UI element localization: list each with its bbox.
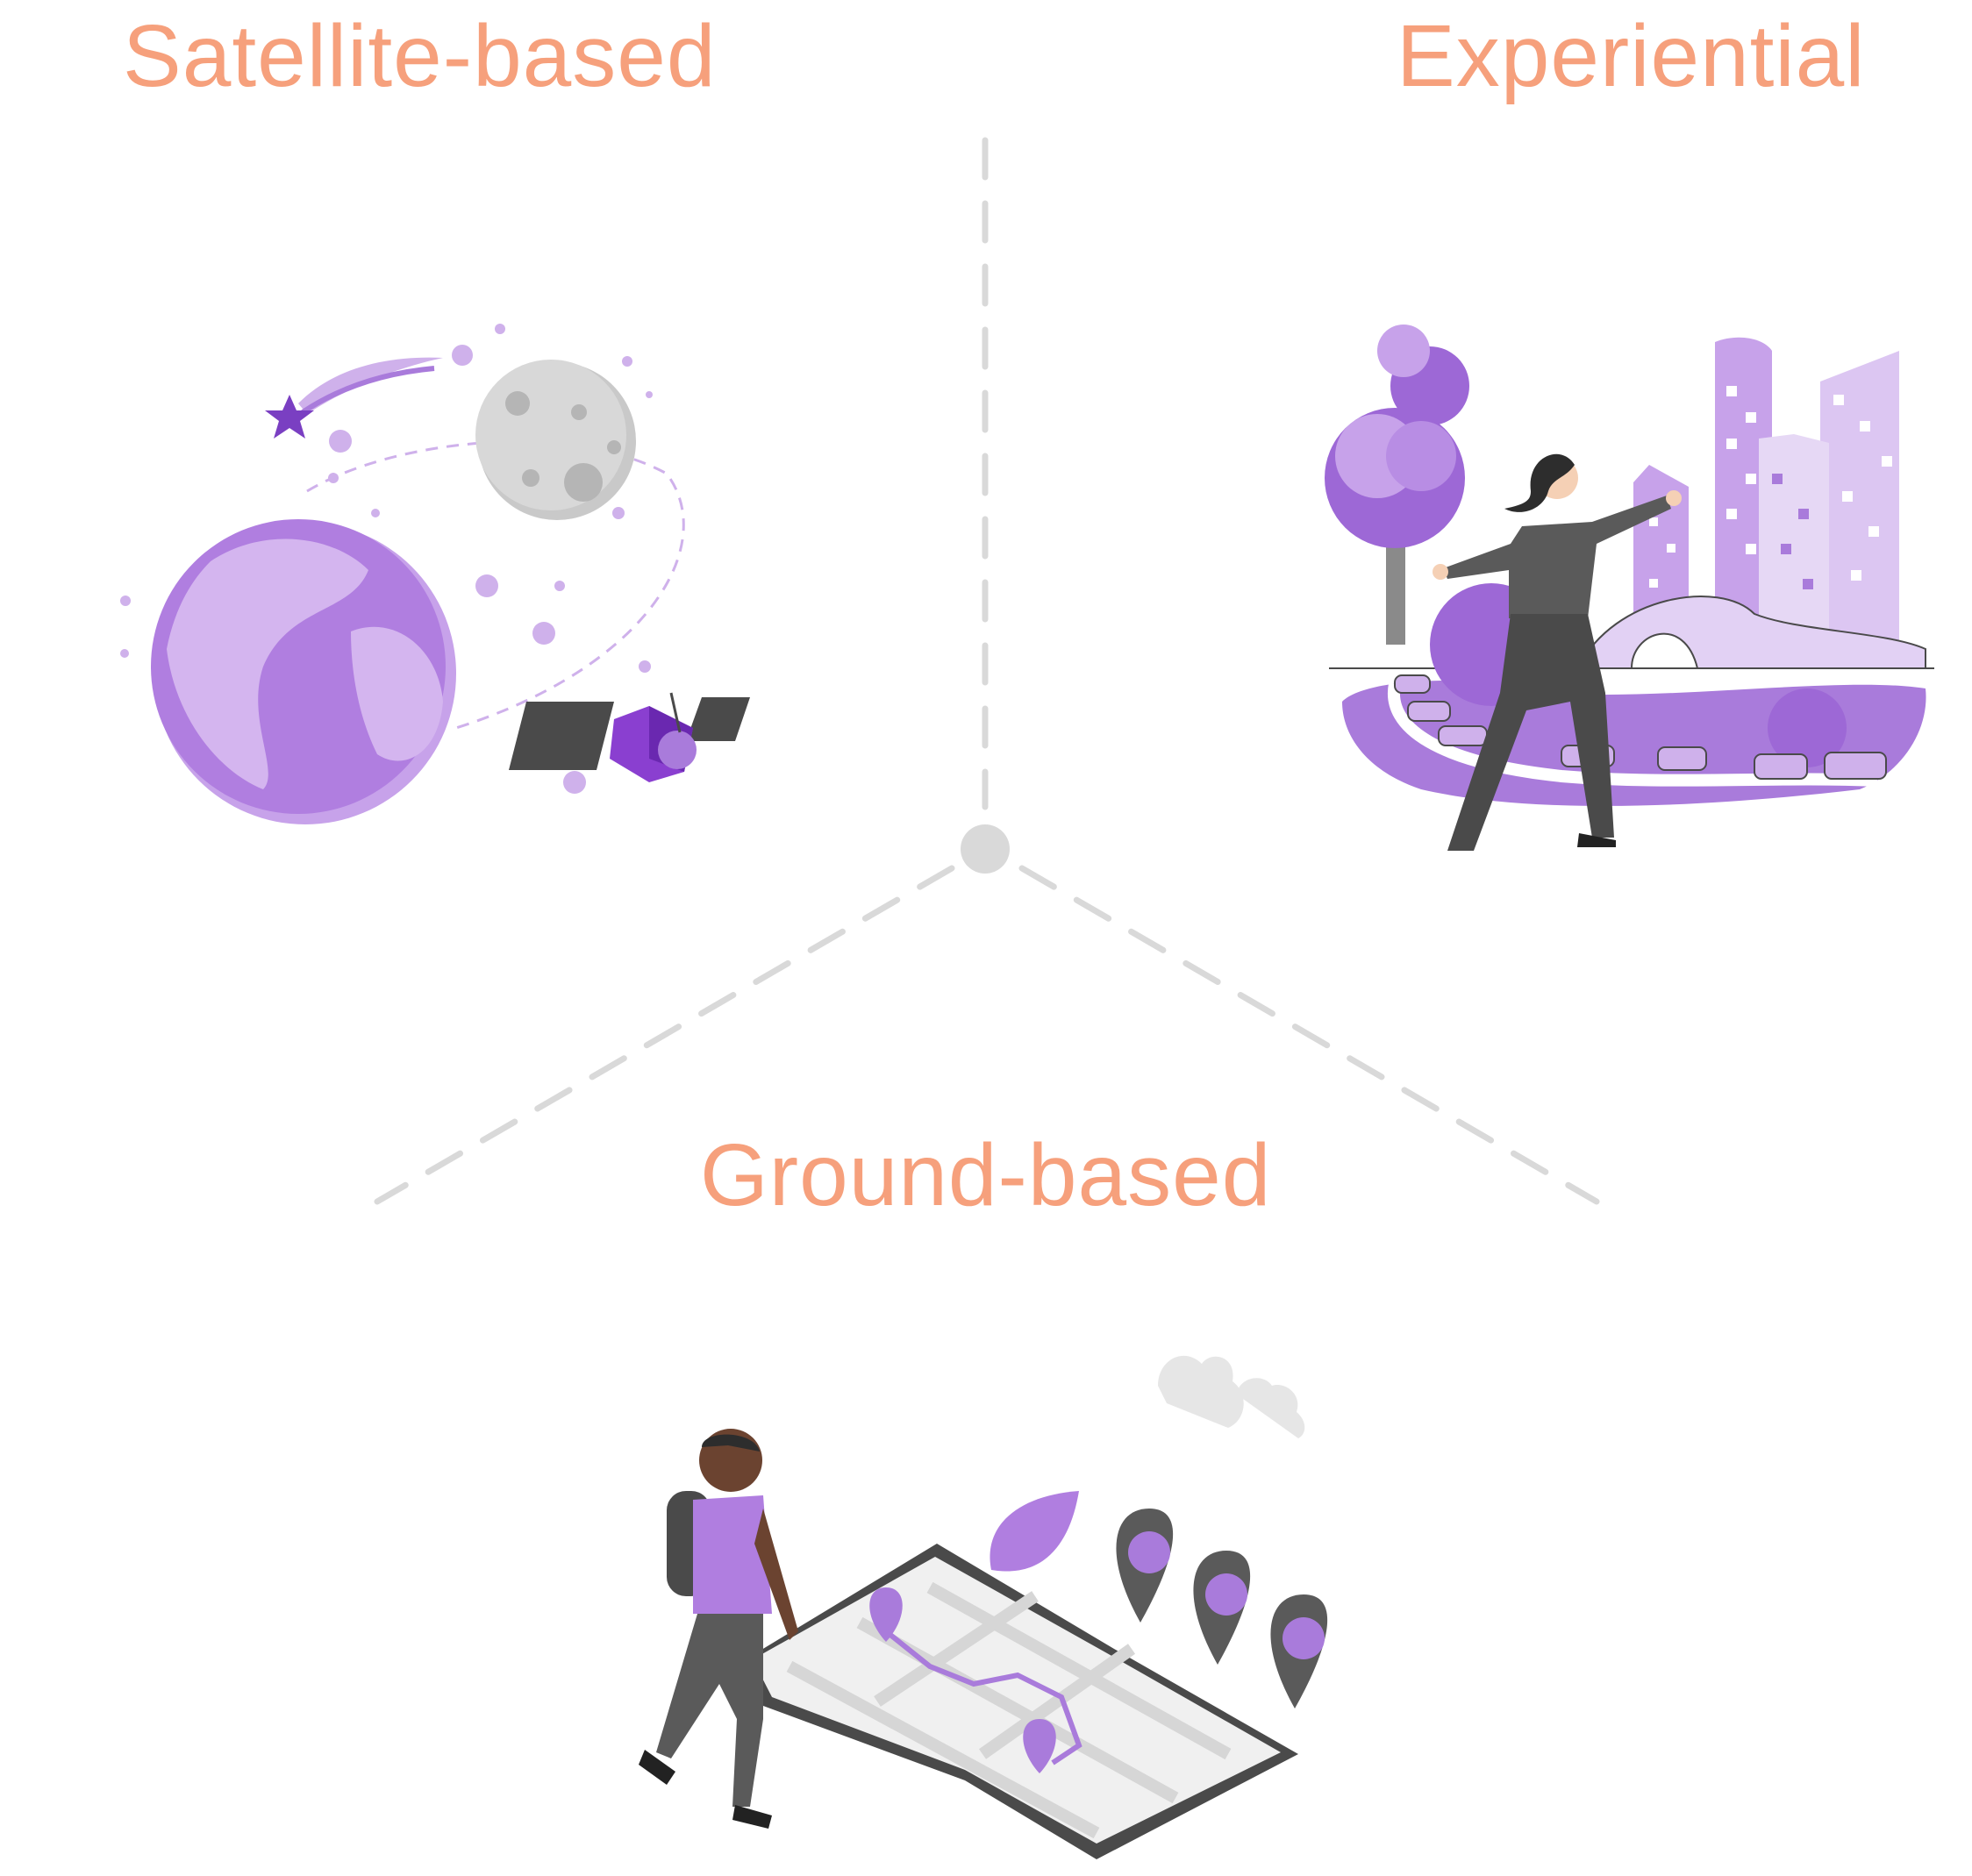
location-pin-star-icon [1116,1509,1174,1623]
location-pin-user-icon [1270,1594,1328,1708]
satellite-based-label: Satellite-based [123,7,717,105]
divider-center-dot [961,824,1010,874]
cloud-icon [1158,1355,1305,1438]
map-pin-icon [869,1587,1056,1773]
divider-left [374,865,955,1205]
leaf-icon [990,1491,1079,1572]
woman-walking-icon [1433,453,1682,851]
star-icon [265,395,314,439]
location-pin-home-icon [1193,1551,1251,1665]
satellite-icon [509,692,750,782]
ground-based-label: Ground-based [700,1126,1272,1224]
experiential-label: Experiential [1397,7,1866,105]
man-walking-icon [639,1429,798,1829]
divider-right [1018,865,1600,1205]
tree-icon [1325,325,1469,645]
